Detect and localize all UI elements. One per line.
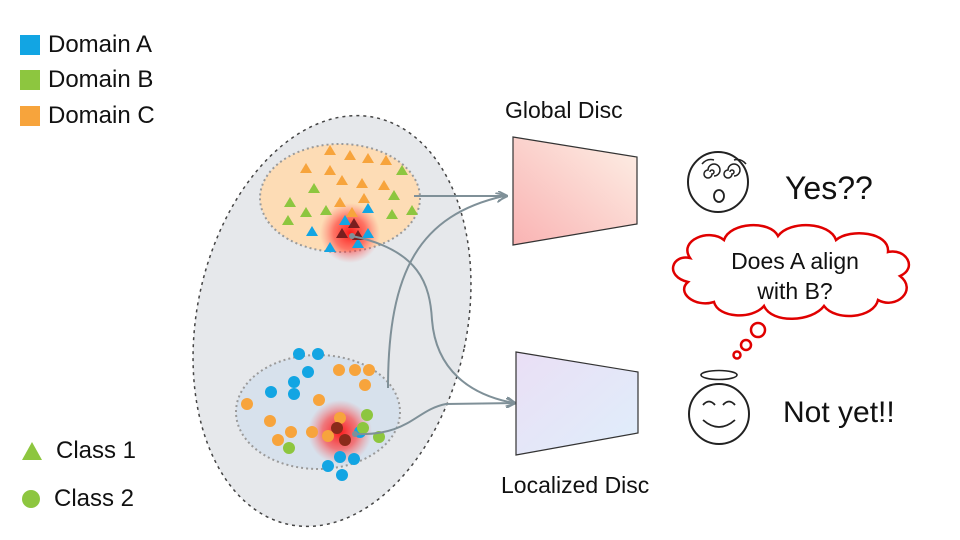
triangle-point-c — [336, 175, 348, 185]
triangle-point-b — [284, 197, 296, 207]
thought-cloud — [671, 223, 911, 360]
square-icon — [20, 106, 40, 126]
triangle-point-b — [396, 165, 408, 175]
triangle-point-a — [324, 242, 336, 252]
triangle-point-c — [380, 155, 392, 165]
thought-line-1: Does A align — [731, 248, 859, 274]
triangle-point-c — [334, 197, 346, 207]
global-disc-shape — [512, 136, 638, 246]
triangle-point-dark — [348, 218, 360, 228]
circle-point-a — [293, 348, 305, 360]
legend-class-1: Class 1 — [22, 437, 136, 465]
circle-point-c — [359, 379, 371, 391]
legend-label: Domain C — [48, 102, 155, 129]
circle-point-c — [363, 364, 375, 376]
global-disc-label: Global Disc — [505, 97, 623, 123]
triangle-point-b — [406, 205, 418, 215]
arrow-bottom-to-global — [387, 196, 504, 389]
legend-label: Class 1 — [56, 437, 137, 464]
circle-point-c — [334, 412, 346, 424]
legend-domain-b: Domain B — [20, 66, 153, 94]
triangle-point-a — [339, 215, 351, 225]
circle-point-b — [283, 442, 295, 454]
triangle-point-b — [308, 183, 320, 193]
triangle-point-c — [358, 193, 370, 203]
circle-point-a — [302, 366, 314, 378]
triangle-point-c — [346, 207, 358, 217]
arrow-bottom-hotspot-to-local — [354, 403, 514, 436]
triangle-point-b — [386, 209, 398, 219]
triangle-point-c — [378, 180, 390, 190]
circle-icon — [22, 490, 40, 508]
circle-point-a — [336, 469, 348, 481]
circle-point-dark — [339, 434, 351, 446]
circle-point-a — [265, 386, 277, 398]
circle-point-a — [312, 348, 324, 360]
legend-domain-a: Domain A — [20, 31, 152, 59]
circle-point-c — [313, 394, 325, 406]
triangle-point-c — [356, 178, 368, 188]
local-disc-shape — [515, 351, 639, 456]
circle-point-a — [288, 388, 300, 400]
legend-class-2: Class 2 — [22, 485, 134, 513]
triangle-point-c — [344, 150, 356, 160]
circle-point-b — [357, 422, 369, 434]
dizzy-face-icon — [687, 151, 749, 213]
triangle-point-c — [324, 145, 336, 155]
square-icon — [20, 35, 40, 55]
arrow-start-dot — [349, 233, 355, 239]
triangle-point-a — [352, 238, 364, 248]
local-response: Not yet!! — [783, 396, 895, 429]
circle-point-dark — [331, 422, 343, 434]
circle-point-a — [288, 376, 300, 388]
circle-point-a — [334, 451, 346, 463]
triangle-point-c — [324, 165, 336, 175]
triangle-point-b — [300, 207, 312, 217]
triangle-point-a — [362, 228, 374, 238]
circle-point-c — [322, 430, 334, 442]
thought-text: Does A align with B? — [700, 246, 890, 306]
square-icon — [20, 70, 40, 90]
circle-point-b — [361, 409, 373, 421]
circle-point-c — [333, 364, 345, 376]
triangle-point-a — [362, 203, 374, 213]
triangle-point-dark — [336, 228, 348, 238]
local-disc-label: Localized Disc — [501, 472, 650, 498]
triangle-point-c — [362, 153, 374, 163]
circle-point-c — [306, 426, 318, 438]
circle-point-c — [264, 415, 276, 427]
circle-point-c — [349, 364, 361, 376]
top-hotspot — [320, 203, 380, 263]
triangle-icon — [22, 442, 42, 460]
legend-label: Domain A — [48, 31, 153, 58]
triangle-point-a — [306, 226, 318, 236]
global-response: Yes?? — [785, 170, 873, 206]
circle-point-c — [285, 426, 297, 438]
circle-point-c — [241, 398, 253, 410]
top-cluster-points — [282, 145, 418, 252]
triangle-point-b — [320, 205, 332, 215]
legend-label: Class 2 — [54, 485, 135, 512]
arrow-hotspot-to-local — [351, 235, 514, 403]
triangle-point-b — [282, 215, 294, 225]
circle-point-a — [322, 460, 334, 472]
circle-point-a — [348, 453, 360, 465]
circle-point-c — [272, 434, 284, 446]
legend-domain-c: Domain C — [20, 102, 155, 130]
halo-smile-face-icon — [688, 369, 750, 445]
triangle-point-c — [300, 163, 312, 173]
triangle-point-b — [388, 190, 400, 200]
thought-line-2: with B? — [757, 278, 833, 304]
arrow-start-dot — [352, 431, 358, 437]
legend-label: Domain B — [48, 66, 154, 93]
